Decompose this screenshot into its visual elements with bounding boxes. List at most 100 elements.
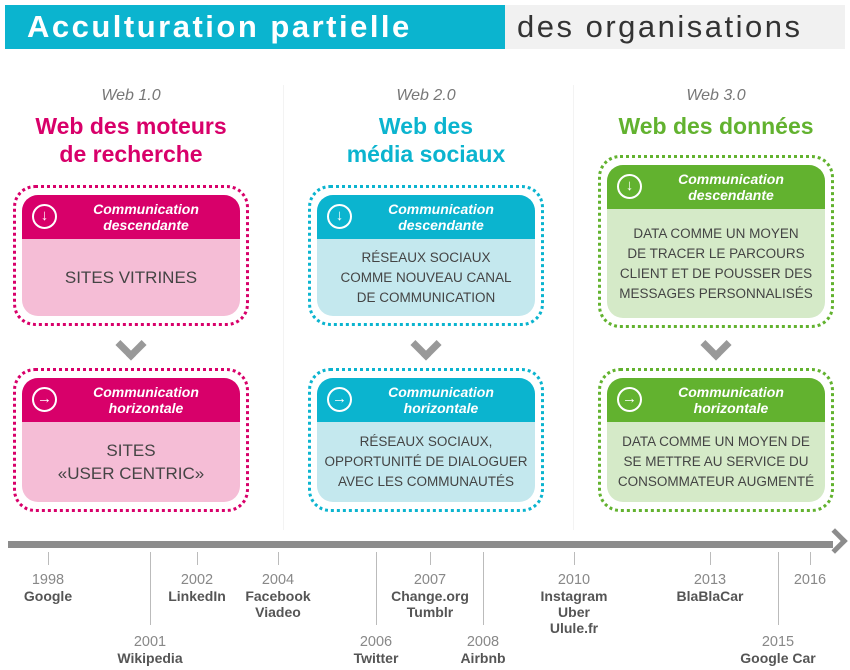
card-header-text: horizontale bbox=[403, 400, 479, 416]
timeline-tick bbox=[710, 552, 711, 565]
timeline-tick bbox=[483, 552, 484, 625]
event-name: Google Car bbox=[740, 650, 816, 666]
dotted-frame bbox=[308, 368, 544, 512]
event-year: 1998 bbox=[31, 572, 65, 588]
column-divider bbox=[283, 85, 284, 530]
event-name: Google bbox=[23, 588, 73, 604]
timeline-tick bbox=[376, 552, 377, 625]
chevron-down-icon bbox=[317, 329, 535, 361]
event-name: Uber bbox=[558, 604, 590, 620]
timeline-tick bbox=[278, 552, 279, 565]
dotted-frame bbox=[13, 185, 249, 326]
event-year: 2001 bbox=[133, 634, 167, 650]
event-year: 2015 bbox=[761, 634, 795, 650]
card-body: SITES«USER CENTRIC» bbox=[22, 422, 240, 502]
timeline-tick bbox=[430, 552, 431, 565]
card-header-text: descendante bbox=[398, 217, 484, 233]
arrow-right-circle-icon: → bbox=[32, 387, 57, 412]
card-body-line: SITES bbox=[106, 441, 156, 460]
chevron-down-icon bbox=[607, 329, 825, 361]
event-name: Wikipedia bbox=[117, 650, 183, 666]
event-name: Instagram bbox=[540, 588, 608, 604]
timeline-tick bbox=[150, 552, 151, 625]
era-label: Web 3.0 bbox=[686, 87, 746, 104]
card-body-line: MESSAGES PERSONNALISÉS bbox=[619, 285, 813, 301]
timeline-axis bbox=[8, 541, 833, 548]
event-name: Airbnb bbox=[460, 650, 506, 666]
dotted-frame bbox=[13, 368, 249, 512]
card-header-text: horizontale bbox=[108, 400, 184, 416]
timeline-event: 2016 bbox=[794, 572, 826, 588]
chevron-down-icon bbox=[22, 329, 240, 361]
era-label: Web 2.0 bbox=[396, 87, 456, 104]
timeline-tick bbox=[574, 552, 575, 565]
arrow-right-circle-icon: → bbox=[327, 387, 352, 412]
event-name: Change.org bbox=[391, 588, 469, 604]
title-subtitle: des organisations bbox=[505, 5, 845, 49]
card-body-line: SITES VITRINES bbox=[64, 267, 198, 287]
card-header-text: descendante bbox=[103, 217, 189, 233]
card-body-line: CLIENT ET DE POUSSER DES bbox=[619, 265, 813, 281]
heading-line: Web des moteurs bbox=[35, 113, 227, 139]
card-body-line: DATA COMME UN MOYEN DE bbox=[622, 434, 810, 449]
event-name: LinkedIn bbox=[168, 588, 226, 604]
event-year: 2006 bbox=[359, 634, 393, 650]
column-divider bbox=[573, 85, 574, 530]
card-body-line: DE TRACER LE PARCOURS bbox=[627, 245, 805, 261]
card-body-line: RÉSEAUX SOCIAUX, bbox=[359, 434, 493, 449]
arrow-down-circle-icon: ↓ bbox=[327, 204, 352, 229]
card-header-text: Communication bbox=[678, 384, 784, 400]
timeline-tick bbox=[778, 552, 779, 625]
card-header-text: Communication bbox=[388, 384, 494, 400]
card-body-line: SE METTRE AU SERVICE DU bbox=[623, 454, 809, 469]
heading-line: de recherche bbox=[59, 141, 203, 167]
arrow-down-circle-icon: ↓ bbox=[32, 204, 57, 229]
heading-line: Web des données bbox=[618, 113, 814, 139]
timeline-tick bbox=[810, 552, 811, 565]
card-header-text: Communication bbox=[93, 384, 199, 400]
heading-line: Web des bbox=[378, 113, 474, 139]
card-body: SITES VITRINES bbox=[22, 239, 240, 316]
card-header-text: horizontale bbox=[693, 400, 769, 416]
arrow-down-circle-icon: ↓ bbox=[617, 174, 642, 199]
dotted-frame bbox=[308, 185, 544, 326]
title-highlight: Acculturation partielle bbox=[5, 5, 505, 49]
card-body-line: DE COMMUNICATION bbox=[356, 289, 496, 305]
event-year: 2004 bbox=[261, 572, 295, 588]
event-year: 2013 bbox=[693, 572, 727, 588]
dotted-frame bbox=[598, 155, 834, 328]
timeline-arrowhead-icon bbox=[822, 528, 848, 554]
event-year: 2010 bbox=[557, 572, 591, 588]
card-header-text: Communication bbox=[93, 201, 199, 217]
event-year: 2007 bbox=[413, 572, 447, 588]
event-name: Viadeo bbox=[255, 604, 301, 620]
timeline-tick bbox=[48, 552, 49, 565]
card-header-text: descendante bbox=[688, 187, 774, 203]
event-name: Twitter bbox=[353, 650, 399, 666]
